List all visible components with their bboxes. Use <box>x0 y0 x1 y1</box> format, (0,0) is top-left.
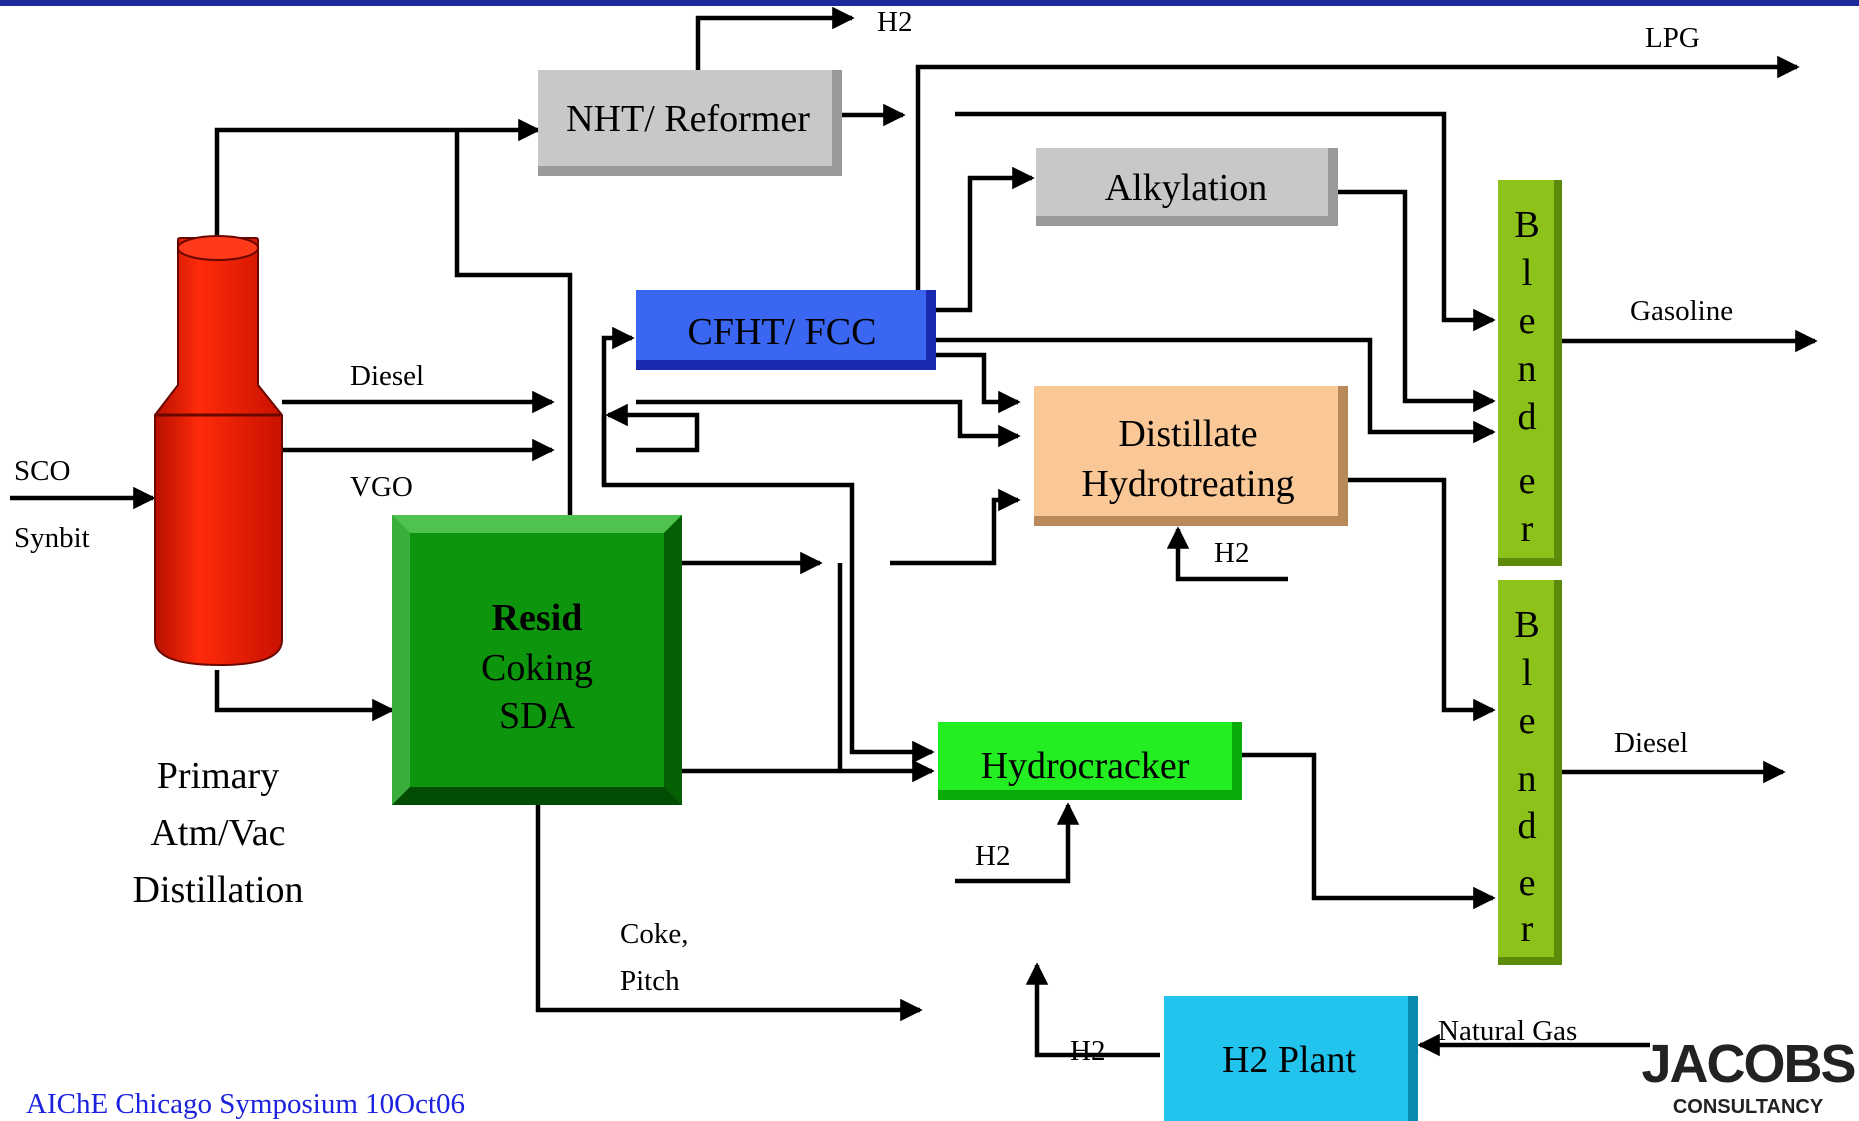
gasoline-blender-letter-4: n <box>1518 348 1537 390</box>
gasoline-blender-letter-1: B <box>1514 204 1539 246</box>
diesel-side-label: Diesel <box>350 360 424 392</box>
reformate-to-blender-line <box>955 111 1496 332</box>
nht-reformer-unit: NHT/ Reformer <box>538 70 842 176</box>
h2-plant-out-label: H2 <box>1070 1035 1105 1067</box>
feed-split-line <box>605 403 700 453</box>
coke-pitch-line <box>535 800 923 1022</box>
logo-jacobs-text: JACOBS <box>1641 1034 1854 1094</box>
primary-distillation-tower <box>154 235 283 667</box>
overhead-naphtha-line <box>214 118 541 240</box>
footer-event-text: AIChE Chicago Symposium 10Oct06 <box>26 1088 465 1120</box>
diesel-blender-letter-4: n <box>1518 758 1537 800</box>
lpg-line <box>915 55 1800 290</box>
diesel-blender-letter-7: r <box>1521 908 1534 950</box>
cfht-fcc-label: CFHT/ FCC <box>687 311 876 353</box>
dht-label-line2: Hydrotreating <box>1081 463 1294 505</box>
vgo-label: VGO <box>350 471 413 503</box>
reformer-h2-line <box>695 6 855 70</box>
gasoline-blender-letter-3: e <box>1519 300 1536 342</box>
distillate-hydrotreating-unit: Distillate Hydrotreating <box>1034 386 1348 526</box>
coking-label: Coking <box>481 647 593 689</box>
fcc-feed-line <box>601 326 635 485</box>
dht-h2-line <box>1166 526 1288 582</box>
fcc-to-alky-line <box>936 166 1035 313</box>
dht-label-line1: Distillate <box>1118 413 1257 455</box>
diesel-blender-letter-1: B <box>1514 604 1539 646</box>
lpg-label: LPG <box>1645 22 1700 54</box>
hcu-h2-line <box>955 802 1080 884</box>
diesel-blender-letter-3: e <box>1519 700 1536 742</box>
to-dht-line-2 <box>890 488 1021 566</box>
h2-plant-label: H2 Plant <box>1222 1039 1357 1081</box>
diesel-blender-letter-6: e <box>1519 862 1536 904</box>
dht-product-line <box>1348 477 1496 722</box>
gasoline-blender-letter-6: e <box>1519 460 1536 502</box>
synbit-label: Synbit <box>14 522 90 554</box>
resid-label: Resid <box>492 597 583 639</box>
fcc-gasoline-line <box>936 337 1496 444</box>
coke-label: Coke, <box>620 918 688 950</box>
gasoline-blender-letter-5: d <box>1518 396 1537 438</box>
h2-dht-label: H2 <box>1214 537 1249 569</box>
gasoline-blender-letter-7: r <box>1521 508 1534 550</box>
diesel-product-label: Diesel <box>1614 727 1688 759</box>
h2-top-label: H2 <box>877 6 912 38</box>
top-bar <box>0 0 1859 6</box>
h2-plant-unit: H2 Plant <box>1164 996 1418 1121</box>
coker-naphtha-line <box>454 130 573 515</box>
diesel-blender-letter-5: d <box>1518 805 1537 847</box>
diesel-blender-letter-2: l <box>1522 652 1533 694</box>
to-dht-line-1 <box>636 399 1021 448</box>
jacobs-logo: JACOBS CONSULTANCY <box>1641 1034 1856 1118</box>
primary-label-line3: Distillation <box>133 869 304 911</box>
alkylation-label: Alkylation <box>1105 167 1268 209</box>
gasoline-blender: B l e n d e r <box>1498 180 1562 566</box>
cfht-fcc-unit: CFHT/ FCC <box>636 290 936 370</box>
flow-lines <box>10 6 1818 1058</box>
logo-consultancy-text: CONSULTANCY <box>1673 1096 1824 1118</box>
hydrocracker-label: Hydrocracker <box>981 745 1190 787</box>
primary-label-line2: Atm/Vac <box>150 812 285 854</box>
fcc-lco-line <box>936 352 1021 414</box>
resid-coking-sda-unit: Resid Coking SDA <box>392 515 682 805</box>
hcu-product-line <box>1242 752 1496 910</box>
alkylate-line <box>1338 189 1496 413</box>
primary-label-line1: Primary <box>157 755 279 797</box>
gasoline-blender-letter-2: l <box>1522 252 1533 294</box>
h2-hcu-label: H2 <box>975 840 1010 872</box>
gasoline-label: Gasoline <box>1630 295 1733 327</box>
h2-plant-out-line <box>1025 962 1160 1058</box>
natural-gas-label: Natural Gas <box>1438 1015 1577 1047</box>
sda-label: SDA <box>499 695 576 737</box>
nht-reformer-label: NHT/ Reformer <box>566 98 810 140</box>
hydrocracker-unit: Hydrocracker <box>938 722 1242 800</box>
pitch-label: Pitch <box>620 965 680 997</box>
alkylation-unit: Alkylation <box>1036 148 1338 226</box>
sco-label: SCO <box>14 455 70 487</box>
tower-bottoms-line <box>214 670 395 722</box>
diesel-blender: B l e n d e r <box>1498 580 1562 965</box>
